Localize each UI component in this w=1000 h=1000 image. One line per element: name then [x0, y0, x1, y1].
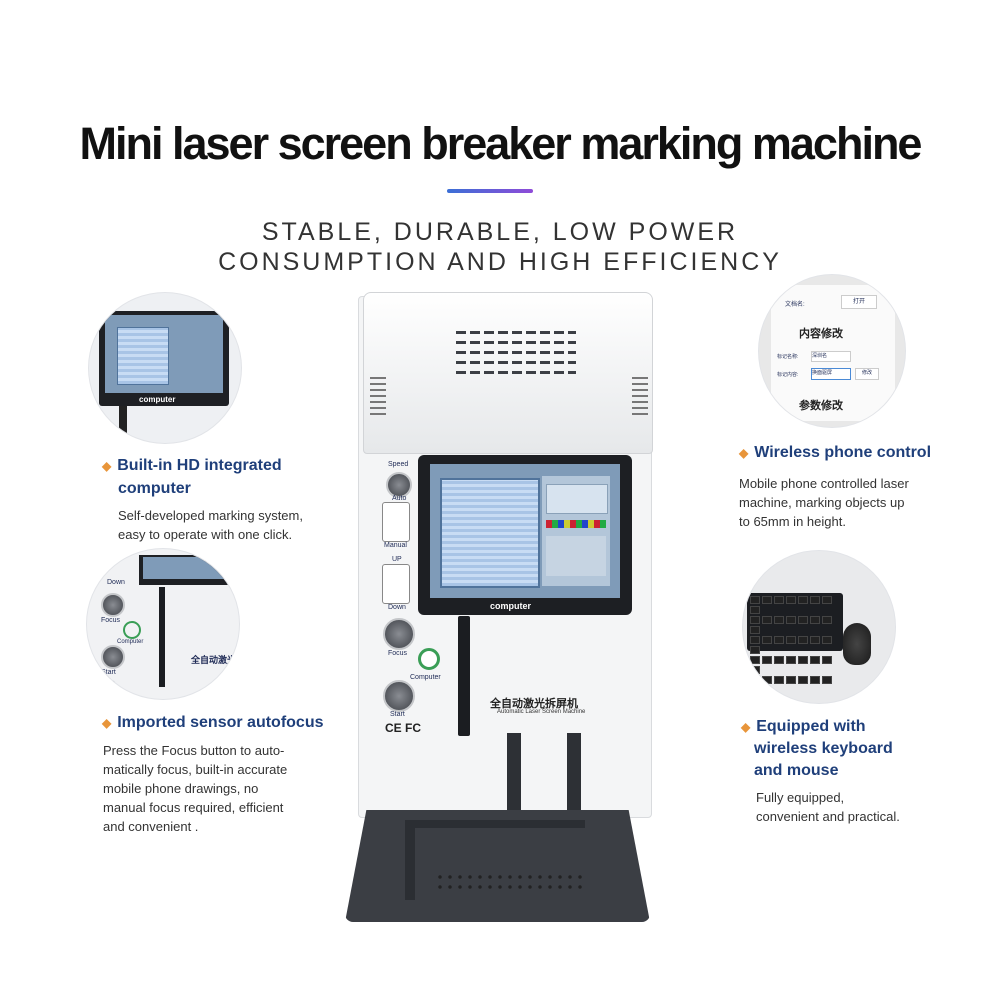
inset-cn-name: 全自动激光 — [191, 655, 237, 665]
bullet-icon: ◆ — [102, 716, 112, 730]
feature-keyboard-desc-line-1: Fully equipped, — [756, 790, 845, 805]
inset-down-label: Down — [107, 579, 125, 586]
feature-computer-desc-line-2: easy to operate with one click. — [118, 527, 293, 542]
side-vent-left — [370, 375, 386, 415]
fixture-post-right — [567, 733, 581, 811]
up-down-switch[interactable] — [382, 564, 410, 604]
vent-slot — [456, 331, 576, 334]
speed-label: Speed — [388, 461, 409, 468]
inset-sensor-circle: Down Focus Computer Start FC 全自动激光 — [86, 548, 240, 700]
feature-autofocus-desc-line-5: and convenient . — [103, 819, 199, 834]
vent-slot — [456, 371, 576, 374]
inset-start-label: Start — [101, 669, 116, 676]
phone-modify-button[interactable]: 修改 — [855, 368, 879, 380]
inset-start-button — [101, 645, 125, 669]
feature-phone-desc-line-2: machine, marking objects up — [739, 495, 905, 510]
phone-mark-name-input[interactable]: 深圳名 — [811, 351, 851, 362]
feature-autofocus-desc-line-4: manual focus required, efficient — [103, 800, 284, 815]
phone-row2-label: 标记名称: — [777, 354, 799, 360]
speed-knob[interactable] — [386, 472, 412, 498]
inset-sensor-screen — [143, 557, 225, 579]
keyboard-icon — [747, 593, 843, 694]
vent-slot — [456, 361, 576, 364]
feature-keyboard-title-line-1: Equipped with — [756, 718, 866, 736]
inset-cert-label: FC — [103, 679, 115, 689]
machine-head — [363, 292, 653, 454]
vent-slot — [456, 341, 576, 344]
inset-probe — [119, 406, 127, 434]
machine-en-name: Automatic Laser Screen Machine — [497, 709, 586, 715]
feature-keyboard-title-line-3: and mouse — [754, 762, 839, 779]
computer-button-label: Computer — [410, 674, 441, 681]
bullet-icon: ◆ — [739, 446, 749, 460]
machine-cn-name: 全自动激光拆屏机 — [490, 698, 578, 710]
inset-computer-label: Computer — [117, 639, 144, 645]
inset-computer-circle: computer — [88, 292, 242, 444]
marking-canvas[interactable] — [440, 478, 540, 588]
phone-row1-label: 文档名: — [785, 302, 805, 308]
side-vent-right — [632, 375, 648, 415]
feature-phone-title-text: Wireless phone control — [754, 444, 932, 462]
feature-autofocus-desc-line-3: mobile phone drawings, no — [103, 781, 259, 796]
inset-keyboard-circle — [742, 550, 896, 704]
vent-slot — [456, 351, 576, 354]
manual-label: Manual — [384, 542, 407, 549]
focus-label: Focus — [388, 650, 408, 657]
auto-manual-switch[interactable] — [382, 502, 410, 542]
feature-autofocus-desc-line-1: Press the Focus button to auto- — [103, 743, 285, 758]
inset-focus-button — [101, 593, 125, 617]
inset-screen-canvas — [117, 327, 169, 385]
down-label: Down — [388, 604, 406, 611]
inset-sensor-probe — [159, 587, 165, 687]
cert-label: CE FC — [385, 721, 421, 735]
phone-mark-content-input[interactable]: 换面驱屏 — [811, 368, 851, 380]
computer-power-icon[interactable] — [418, 648, 440, 670]
work-platform — [345, 810, 650, 922]
phone-row3-label: 标记内容: — [777, 372, 799, 378]
start-label: Start — [390, 711, 405, 718]
feature-keyboard-title: ◆ Equipped with — [741, 716, 866, 738]
inset-focus-label: Focus — [101, 617, 121, 624]
feature-autofocus-title-text: Imported sensor autofocus — [117, 714, 324, 732]
phone-heading-content: 内容修改 — [799, 328, 843, 340]
feature-autofocus-desc-line-2: matically focus, built-in accurate — [103, 762, 288, 777]
feature-computer-desc-line-1: Self-developed marking system, — [118, 508, 303, 523]
bullet-icon: ◆ — [102, 459, 112, 473]
settings-panel[interactable] — [542, 476, 610, 586]
feature-computer-title-line-2: computer — [118, 480, 191, 497]
mouse-icon — [843, 623, 871, 665]
feature-keyboard-title-line-2: wireless keyboard — [754, 740, 893, 757]
feature-phone-title: ◆ Wireless phone control — [739, 442, 931, 464]
phone-open-button[interactable]: 打开 — [841, 295, 877, 309]
feature-phone-desc-line-3: to 65mm in height. — [739, 514, 846, 529]
phone-screen[interactable]: 文档名: 打开 内容修改 标记名称: 深圳名 标记内容: 换面驱屏 修改 参数修… — [771, 285, 895, 421]
up-label: UP — [392, 556, 402, 563]
bullet-icon: ◆ — [741, 720, 751, 734]
subtitle-line-2: CONSUMPTION AND HIGH EFFICIENCY — [218, 248, 782, 276]
inset-monitor-label: computer — [139, 395, 176, 404]
inset-phone-circle: 文档名: 打开 内容修改 标记名称: 深圳名 标记内容: 换面驱屏 修改 参数修… — [758, 274, 906, 428]
start-button[interactable] — [383, 680, 415, 712]
monitor-label: computer — [490, 601, 532, 611]
subtitle-line-1: STABLE, DURABLE, LOW POWER — [261, 218, 739, 246]
laser-probe — [458, 616, 470, 736]
focus-button[interactable] — [383, 618, 415, 650]
inset-power-icon — [123, 621, 141, 639]
page-title: Mini laser screen breaker marking machin… — [79, 118, 923, 169]
fixture-post-left — [507, 733, 521, 811]
feature-computer-title: ◆ Built-in HD integrated — [102, 455, 282, 477]
phone-heading-params: 参数修改 — [799, 400, 843, 412]
feature-autofocus-title: ◆ Imported sensor autofocus — [102, 712, 323, 734]
feature-phone-desc-line-1: Mobile phone controlled laser — [739, 476, 909, 491]
feature-keyboard-desc-line-2: convenient and practical. — [756, 809, 900, 824]
feature-computer-title-line-1: Built-in HD integrated — [117, 457, 282, 475]
title-underline — [447, 189, 533, 193]
auto-label: Auto — [392, 495, 407, 502]
